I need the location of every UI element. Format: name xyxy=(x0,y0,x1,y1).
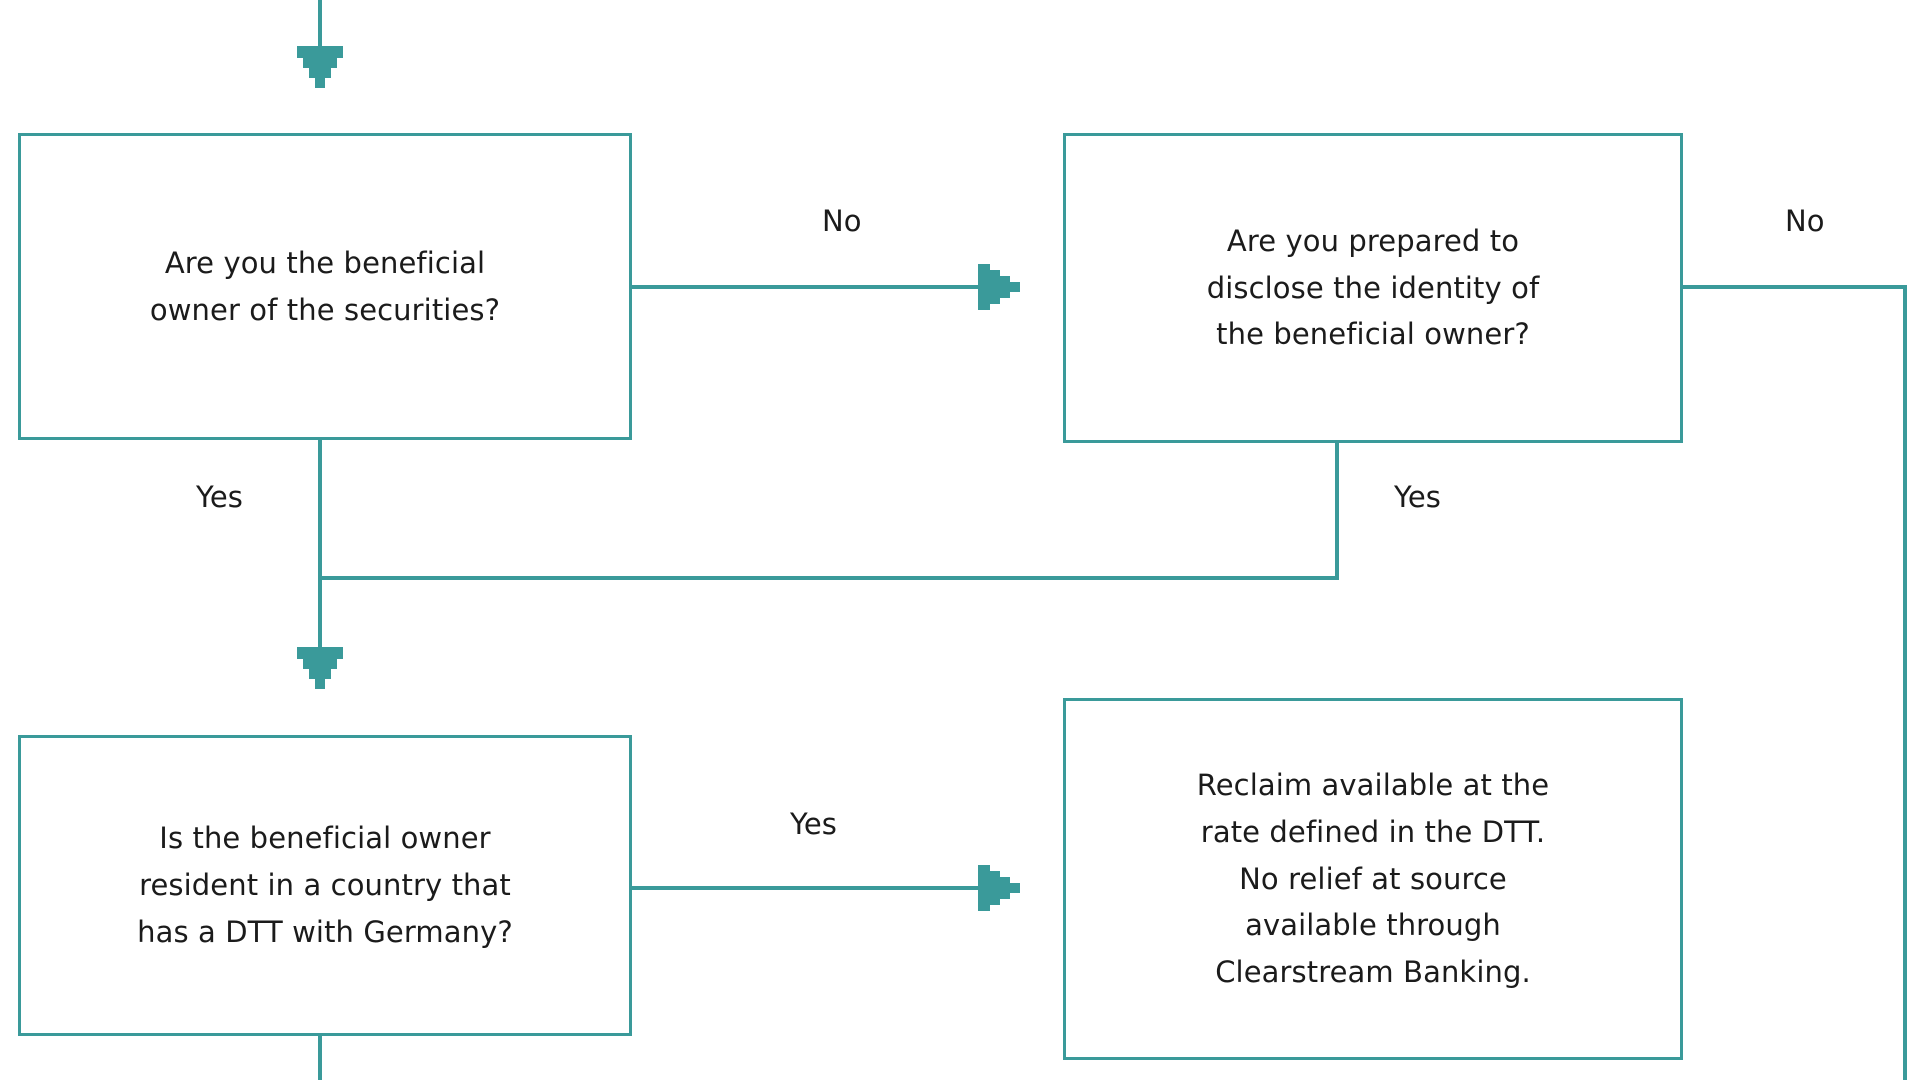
node-reclaim-outcome-label: Reclaim available at the rate defined in… xyxy=(1196,767,1550,990)
arrowhead-down-into-beneficial-owner xyxy=(297,46,343,88)
edge-label-no-from-disclose: No xyxy=(1785,204,1825,238)
node-beneficial-owner-question[interactable]: Are you the beneficial owner of the secu… xyxy=(18,133,632,440)
edge-label-yes-from-disclose: Yes xyxy=(1394,480,1441,514)
arrowhead-right-into-disclose xyxy=(978,264,1020,310)
arrowhead-down-into-dtt-question xyxy=(297,647,343,689)
edge-label-yes-to-reclaim: Yes xyxy=(790,807,837,841)
arrowhead-right-into-reclaim xyxy=(978,865,1020,911)
node-dtt-country-question[interactable]: Is the beneficial owner resident in a co… xyxy=(18,735,632,1036)
node-disclose-identity-question-label: Are you prepared to disclose the identit… xyxy=(1206,223,1540,352)
node-dtt-country-question-label: Is the beneficial owner resident in a co… xyxy=(137,821,513,949)
edge-label-yes-from-beneficial-owner: Yes xyxy=(196,480,243,514)
node-disclose-identity-question[interactable]: Are you prepared to disclose the identit… xyxy=(1063,133,1683,443)
connector-yes-from-disclose xyxy=(320,443,1339,580)
edge-label-no-to-disclose: No xyxy=(822,204,862,238)
node-beneficial-owner-question-label: Are you the beneficial owner of the secu… xyxy=(149,245,501,327)
node-reclaim-outcome[interactable]: Reclaim available at the rate defined in… xyxy=(1063,698,1683,1060)
connector-no-from-disclose xyxy=(1683,285,1907,1080)
